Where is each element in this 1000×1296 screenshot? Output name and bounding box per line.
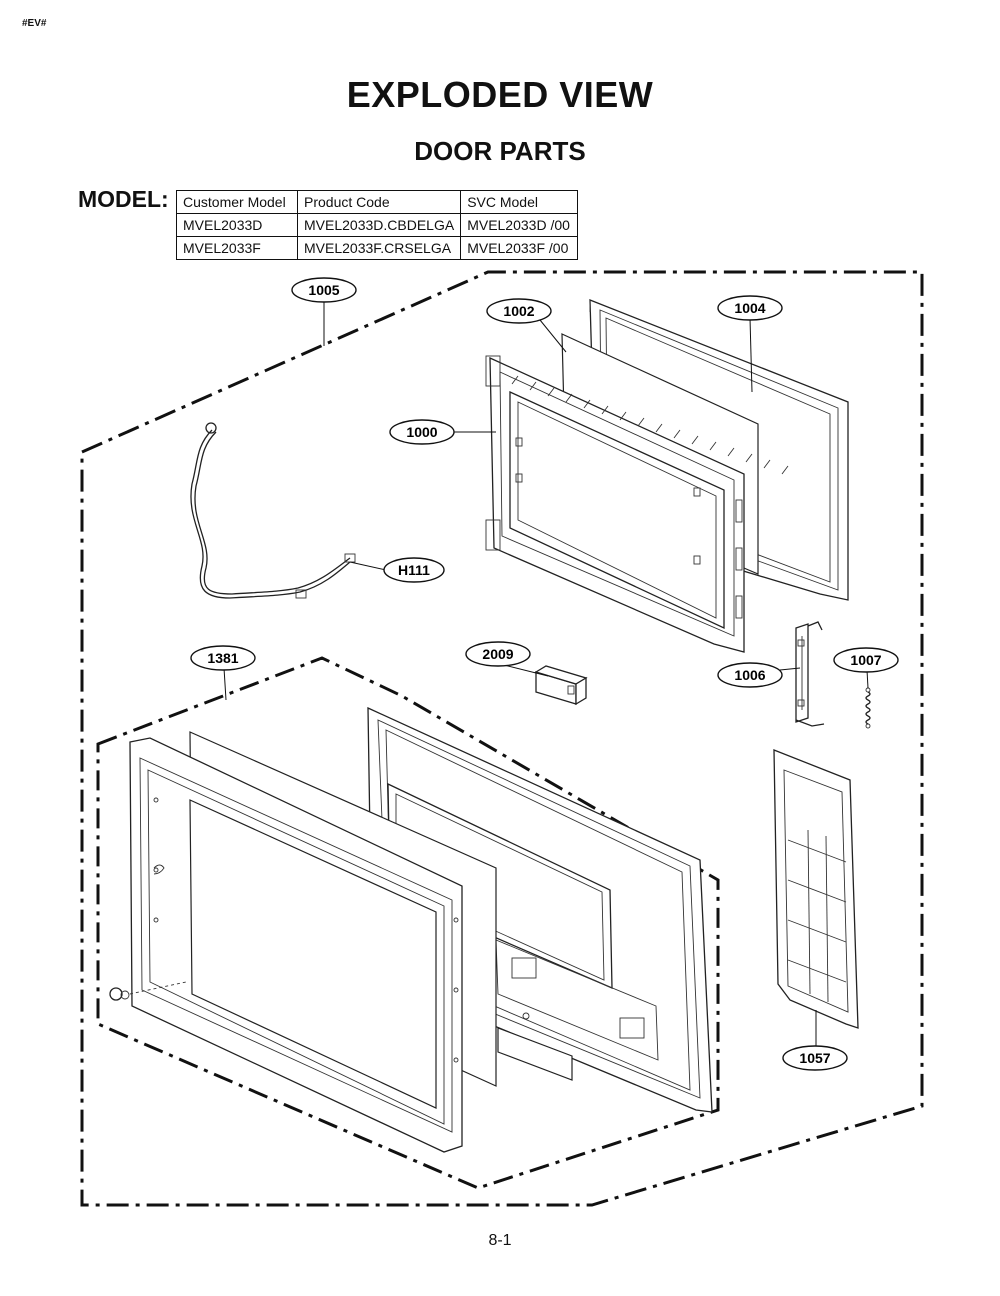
model-label: MODEL:	[78, 186, 169, 212]
callout-1006-label: 1006	[734, 667, 765, 683]
table-cell: MVEL2033F /00	[460, 236, 579, 260]
page-subtitle: DOOR PARTS	[414, 136, 586, 166]
part-1000-door-panel	[485, 355, 789, 653]
table-header-row: Customer Model Product Code SVC Model	[176, 190, 579, 214]
part-1057-choke-cover	[773, 749, 859, 1029]
part-2009-bracket	[534, 665, 588, 706]
callout-1002: 1002	[486, 298, 552, 324]
callout-1005-label: 1005	[308, 282, 339, 298]
table-cell: MVEL2033F	[176, 236, 298, 260]
table-cell: MVEL2033F.CRSELGA	[296, 236, 462, 260]
page-title: EXPLODED VIEW	[346, 74, 654, 115]
table-cell: MVEL2033D	[176, 213, 298, 237]
callout-1057-label: 1057	[799, 1050, 830, 1066]
callout-1004-label: 1004	[734, 300, 765, 316]
assembly-boundary	[80, 270, 924, 1207]
callout-2009-label: 2009	[482, 646, 513, 662]
part-H111-wire-harness	[190, 422, 356, 599]
table-cell: MVEL2033D /00	[460, 213, 579, 237]
choke-teeth	[511, 375, 789, 475]
callout-1005: 1005	[291, 277, 357, 303]
model-table: Customer Model Product Code SVC Model MV…	[176, 190, 579, 260]
callout-2009: 2009	[465, 641, 531, 667]
column-header: SVC Model	[460, 190, 579, 214]
callout-1002-label: 1002	[503, 303, 534, 319]
callout-1006: 1006	[717, 662, 783, 688]
callout-1381-label: 1381	[207, 650, 238, 666]
page-number: 8-1	[488, 1232, 512, 1249]
callout-1007-label: 1007	[850, 652, 881, 668]
callout-H111-label: H111	[398, 562, 430, 578]
callout-1381: 1381	[190, 645, 256, 671]
callout-1057: 1057	[782, 1045, 848, 1071]
part-1006-latch-lever	[795, 621, 825, 727]
table-cell: MVEL2033D.CBDELGA	[296, 213, 462, 237]
callout-1007: 1007	[833, 647, 899, 673]
part-1007-spring	[865, 687, 871, 729]
part-label-plate	[497, 1027, 573, 1081]
callout-H111: H111	[383, 557, 445, 583]
callout-1000-label: 1000	[406, 424, 437, 440]
choke-assembly-boundary	[96, 656, 720, 1190]
part-front-door-frame	[109, 737, 463, 1153]
table-row: MVEL2033D MVEL2033D.CBDELGA MVEL2033D /0…	[176, 213, 579, 237]
corner-tag: #EV#	[22, 18, 47, 29]
callout-1004: 1004	[717, 295, 783, 321]
table-row: MVEL2033F MVEL2033F.CRSELGA MVEL2033F /0…	[176, 236, 579, 260]
callout-1000: 1000	[389, 419, 455, 445]
